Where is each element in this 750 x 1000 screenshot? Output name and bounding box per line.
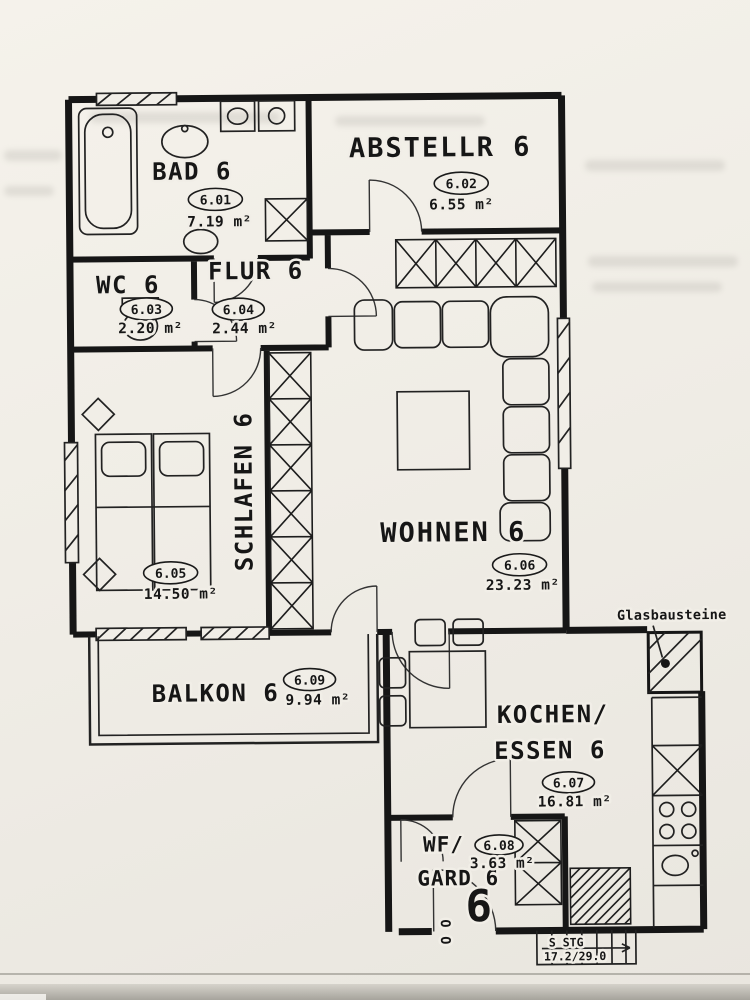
- room-label-wohnen: WOHNEN 6: [380, 517, 526, 549]
- bleed-through-smudge: [4, 150, 62, 161]
- hall-wardrobe: [394, 237, 557, 289]
- room-area-schlafen: 14.50 m²: [144, 586, 218, 603]
- room-id-kochen: 6.07: [553, 776, 584, 791]
- exterior-walls: [64, 91, 708, 936]
- room-id-wc: 6.03: [131, 303, 162, 318]
- bleed-through-smudge: [592, 282, 722, 292]
- bath-sink: [161, 124, 219, 255]
- room-id-oval-wohnen: [491, 552, 548, 577]
- room-label-schlafen: SCHLAFEN 6: [229, 412, 258, 572]
- room-id-oval-bad: [187, 187, 244, 212]
- room-label-kochen-line2: ESSEN 6: [494, 736, 606, 765]
- kitchen-counter: [650, 696, 704, 928]
- shaft-hatched: [569, 866, 632, 926]
- glass-block-corner: [646, 625, 704, 695]
- room-id-oval-balkon: [282, 667, 337, 692]
- room-id-bad: 6.01: [200, 193, 232, 208]
- door-marks: O O: [439, 919, 455, 944]
- room-id-abstellr: 6.02: [446, 177, 477, 192]
- windows: [63, 91, 572, 642]
- page-bottom-sliver: [0, 994, 46, 1000]
- room-label-abstellr: ABSTELLR 6: [349, 132, 532, 165]
- sectional-sofa: [353, 295, 552, 542]
- entry-closet: [513, 819, 563, 906]
- dining-table: [378, 618, 487, 729]
- room-id-oval-schlafen: [142, 560, 199, 585]
- bathtub: [77, 107, 139, 236]
- room-label-bad: BAD 6: [152, 157, 232, 186]
- room-id-oval-wf: [474, 834, 524, 856]
- staircase: [535, 929, 637, 966]
- room-area-kochen: 16.81 m²: [538, 794, 612, 811]
- room-area-wc: 2.20 m²: [118, 321, 183, 338]
- interior-walls: [69, 97, 569, 931]
- room-id-wohnen: 6.06: [504, 559, 536, 574]
- bleed-through-smudge: [4, 186, 54, 196]
- room-id-oval-abstellr: [433, 171, 490, 196]
- room-label-balkon: BALKON 6: [152, 679, 280, 708]
- room-area-abstellr: 6.55 m²: [429, 197, 494, 214]
- bleed-through-smudge: [335, 116, 485, 126]
- glasbausteine-label: Glasbausteine: [617, 607, 727, 624]
- room-id-schlafen: 6.05: [155, 567, 186, 582]
- room-labels: BAD 6 6.01 7.19 m² ABSTELLR 6 6.02 6.55 …: [93, 129, 614, 893]
- door-swings: [194, 179, 512, 932]
- paper-fold-line: [0, 973, 750, 975]
- room-area-wohnen: 23.23 m²: [486, 577, 560, 594]
- room-area-wf: 3.63 m²: [470, 856, 535, 873]
- shower: [264, 197, 309, 242]
- wardrobe-strip: [267, 351, 314, 630]
- room-label-flur: FLUR 6: [208, 257, 304, 286]
- room-id-wf: 6.08: [483, 839, 515, 854]
- room-label-wf-line1: WF/: [423, 832, 464, 856]
- coffee-table: [396, 390, 471, 471]
- room-area-balkon: 9.94 m²: [285, 692, 350, 709]
- stairs-label-line2: 17.2/29.0: [544, 949, 607, 964]
- stairs-label-line1: S STG: [549, 935, 584, 949]
- washer-dryer: [219, 99, 296, 133]
- room-label-wf-line2: GARD 6: [417, 866, 499, 891]
- room-id-oval-flur: [211, 297, 266, 321]
- double-bed: [94, 432, 212, 592]
- room-area-flur: 2.44 m²: [212, 321, 277, 338]
- room-id-oval-kochen: [541, 771, 596, 794]
- room-id-flur: 6.04: [223, 303, 255, 318]
- bleed-through-smudge: [90, 112, 280, 123]
- entrance-unit-number: 6: [465, 881, 492, 932]
- room-id-balkon: 6.09: [294, 673, 325, 688]
- bleed-through-smudge: [588, 256, 738, 267]
- room-label-kochen-line1: KOCHEN/: [497, 700, 609, 729]
- room-area-bad: 7.19 m²: [187, 214, 252, 231]
- nightstand-diamonds: [81, 397, 117, 592]
- annotation-labels: Glasbausteine 6 O O S STG 17.2/29.0: [436, 604, 729, 966]
- bleed-through-smudge: [585, 160, 725, 171]
- page-bottom-shadow: [0, 984, 750, 1000]
- room-id-oval-wc: [119, 297, 174, 321]
- balcony-railing: [87, 633, 380, 746]
- room-label-wc: WC 6: [96, 271, 160, 300]
